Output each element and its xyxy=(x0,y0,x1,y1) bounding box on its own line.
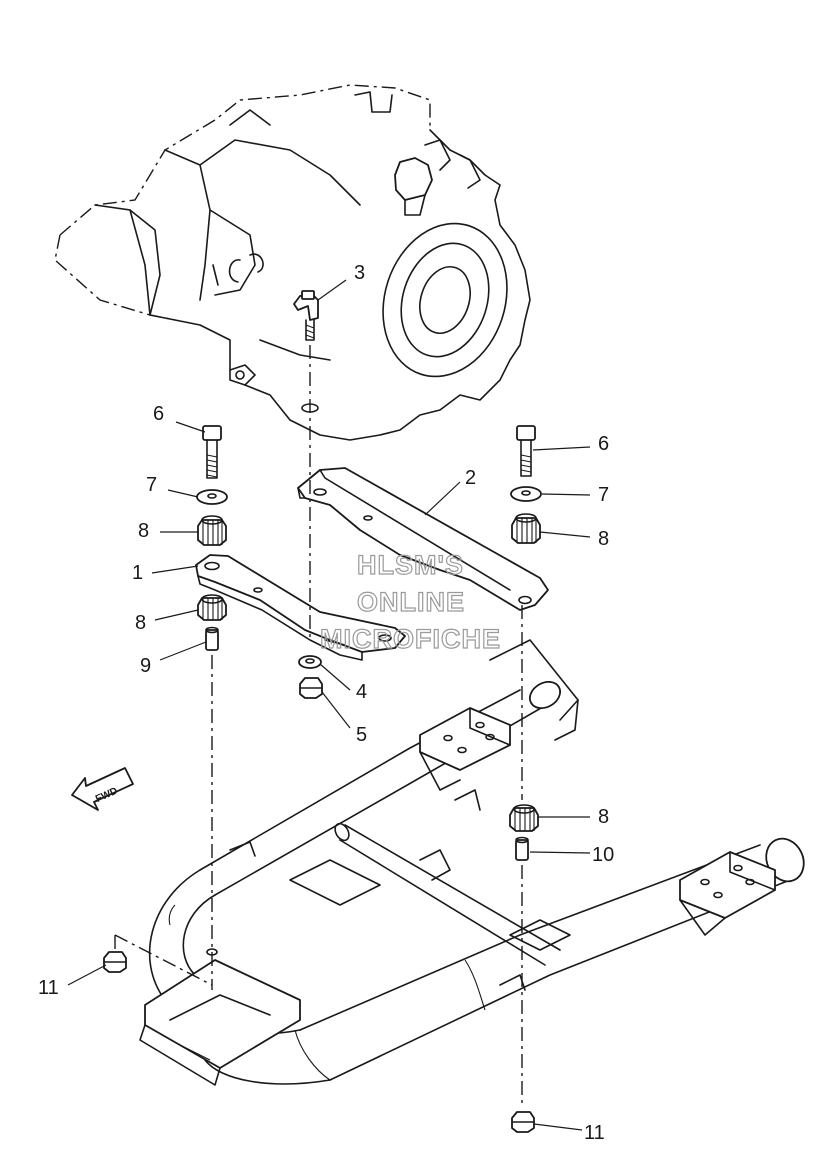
callout-4: 4 xyxy=(356,681,367,703)
callout-7-left: 7 xyxy=(146,474,157,496)
part-3-stud-bracket xyxy=(293,290,319,341)
watermark-line-3: MICROFICHE xyxy=(320,624,501,654)
part-8-damper-upper-left xyxy=(197,515,227,546)
callout-labels: 3 6 6 2 7 7 8 8 1 8 9 4 5 8 10 11 11 xyxy=(38,262,614,1144)
watermark-line-1: HLSM'S xyxy=(357,550,464,580)
fwd-direction-arrow: FWD xyxy=(71,767,134,811)
part-7-washer-left xyxy=(196,489,228,505)
callout-1: 1 xyxy=(132,562,143,584)
part-1-front-bracket xyxy=(195,554,406,661)
part-5-nut xyxy=(299,677,323,699)
watermark: HLSM'S ONLINE MICROFICHE xyxy=(319,549,501,654)
part-8-damper-lower-right xyxy=(509,804,539,832)
part-6-bolt-left xyxy=(202,425,222,479)
engine-assembly xyxy=(54,84,531,441)
callout-8-lower-left: 8 xyxy=(135,612,146,634)
part-7-washer-right xyxy=(510,486,542,502)
callout-5: 5 xyxy=(356,724,367,746)
callout-9: 9 xyxy=(140,655,151,677)
callout-11-left: 11 xyxy=(38,977,59,999)
callout-7-right: 7 xyxy=(598,484,609,506)
part-2-rear-bracket xyxy=(297,467,549,611)
assembly-center-lines xyxy=(114,345,523,1108)
callout-8-lower-right: 8 xyxy=(598,806,609,828)
frame-assembly xyxy=(139,639,805,1086)
callout-3: 3 xyxy=(354,262,365,284)
callout-10: 10 xyxy=(592,844,614,866)
part-6-bolt-right xyxy=(516,425,536,477)
part-11-nut-right xyxy=(511,1111,535,1133)
watermark-line-2: ONLINE xyxy=(357,587,465,617)
callout-6-right: 6 xyxy=(598,433,609,455)
callout-8-upper-right: 8 xyxy=(598,528,609,550)
part-9-collar xyxy=(205,626,219,651)
leader-lines xyxy=(67,279,591,1131)
part-8-damper-lower-left xyxy=(197,594,227,621)
part-4-washer xyxy=(298,655,322,669)
part-8-damper-upper-right xyxy=(511,513,541,544)
part-10-collar xyxy=(515,836,529,861)
callout-6-left: 6 xyxy=(153,403,164,425)
part-11-nut-left xyxy=(103,951,127,973)
callout-8-upper-left: 8 xyxy=(138,520,149,542)
callout-2: 2 xyxy=(465,467,476,489)
callout-11-right: 11 xyxy=(584,1122,605,1144)
